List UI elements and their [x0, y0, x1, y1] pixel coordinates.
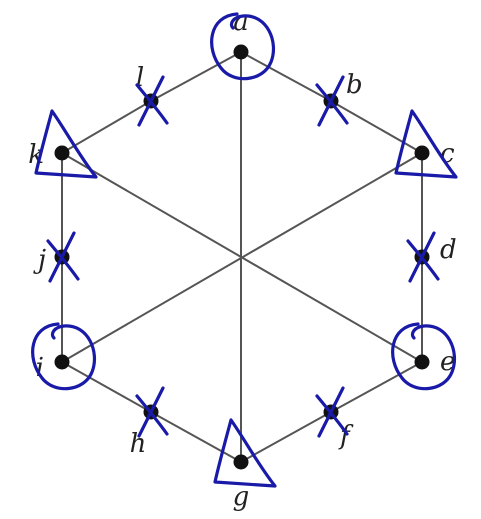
triangle-mark-g	[213, 418, 277, 488]
vertex-label-h: h	[130, 429, 147, 459]
hand-drawn-marks	[31, 12, 458, 488]
edge-g-f	[240, 411, 332, 463]
edge-c-b	[330, 100, 423, 154]
edge-c-i	[61, 152, 423, 363]
vertex-label-i: i	[36, 353, 44, 383]
edges	[61, 51, 423, 463]
triangle-mark-k	[34, 109, 98, 179]
circle-mark-i	[31, 322, 97, 391]
vertex-e	[414, 354, 430, 370]
vertex-label-d: d	[440, 235, 457, 265]
edge-f-e	[330, 361, 423, 413]
edge-b-a	[240, 51, 332, 102]
vertex-c	[414, 145, 430, 161]
edge-h-g	[150, 411, 242, 463]
cross-mark-b	[315, 75, 349, 127]
triangle-mark-c	[394, 109, 458, 179]
vertex-i	[54, 354, 70, 370]
vertex-label-b: b	[346, 70, 363, 100]
cross-mark-f	[315, 386, 349, 438]
vertex-label-a: a	[233, 7, 249, 37]
circle-mark-a	[210, 12, 276, 81]
cross-mark-h	[135, 386, 169, 438]
cross-mark-d	[406, 231, 440, 283]
edge-l-k	[61, 100, 152, 154]
cross-mark-j	[46, 231, 80, 283]
vertex-k	[54, 145, 70, 161]
edge-i-h	[61, 361, 152, 413]
edge-a-l	[150, 51, 242, 102]
vertex-label-g: g	[233, 482, 250, 512]
vertex-a	[233, 44, 249, 60]
vertex-label-j: j	[33, 245, 46, 275]
vertex-label-l: l	[136, 63, 144, 93]
vertex-g	[233, 454, 249, 470]
circle-mark-e	[391, 322, 457, 391]
cross-mark-l	[135, 75, 169, 127]
